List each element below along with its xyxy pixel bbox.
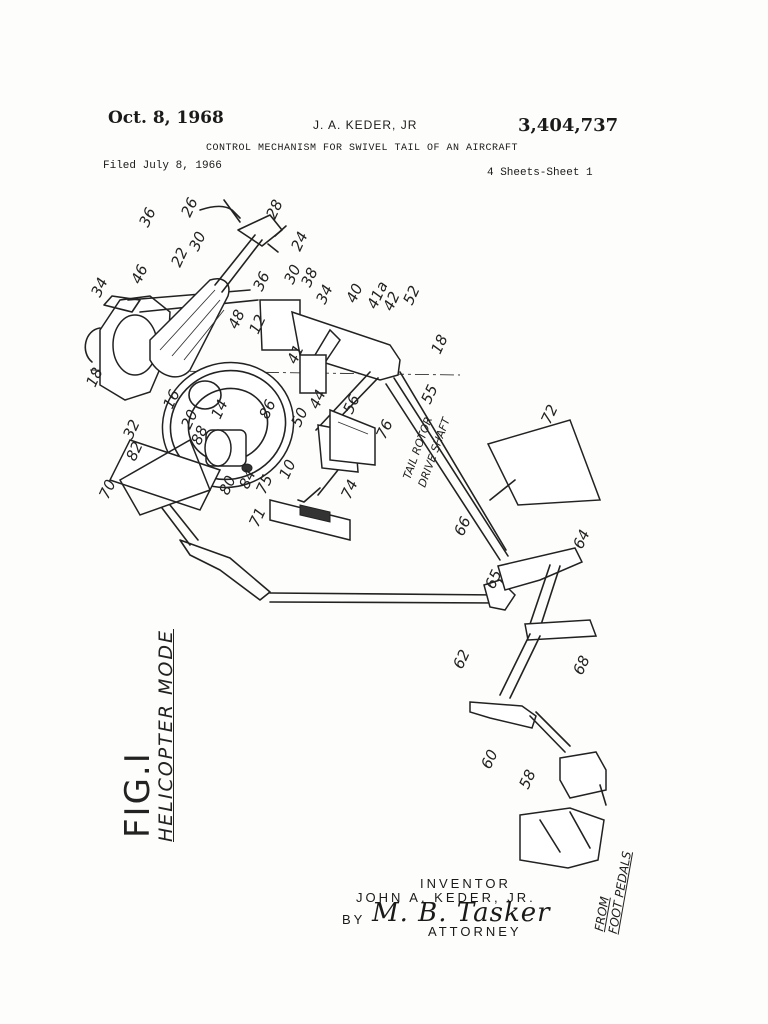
ref-55: 55 bbox=[417, 382, 441, 407]
ref-66: 66 bbox=[450, 514, 474, 539]
main-housing bbox=[84, 199, 287, 401]
ref-34a: 34 bbox=[87, 275, 111, 300]
inventor-signature-name: JOHN A. KEDER, JR. bbox=[356, 890, 536, 905]
ref-76: 76 bbox=[372, 417, 396, 442]
attorney-label: ATTORNEY bbox=[428, 924, 522, 939]
inventor-label: INVENTOR bbox=[420, 876, 511, 891]
patent-number: 3,404,737 bbox=[518, 115, 619, 136]
ref-68: 68 bbox=[569, 653, 593, 678]
ref-71: 71 bbox=[245, 505, 269, 530]
ref-26: 26 bbox=[177, 195, 201, 220]
ring-gear bbox=[161, 361, 295, 489]
figure-mode: HELICOPTER MODE bbox=[155, 629, 177, 842]
ref-32: 32 bbox=[119, 417, 143, 442]
by-label: BY bbox=[342, 912, 366, 927]
lower-bellcrank bbox=[469, 547, 607, 869]
header-inventor: J. A. KEDER, JR bbox=[313, 118, 418, 132]
ref-30a: 30 bbox=[185, 229, 209, 254]
ref-74: 74 bbox=[337, 477, 361, 502]
plates bbox=[118, 408, 602, 516]
drive-shaft-label: TAIL ROTOR DRIVE SHAFT bbox=[401, 415, 454, 489]
ref-28: 28 bbox=[262, 197, 286, 222]
ref-36b: 36 bbox=[249, 269, 273, 294]
ref-58: 58 bbox=[515, 767, 539, 792]
ref-18b: 18 bbox=[427, 332, 451, 357]
ref-62: 62 bbox=[449, 647, 473, 672]
ref-22: 22 bbox=[167, 245, 191, 270]
ref-46: 46 bbox=[127, 262, 151, 287]
patent-title: CONTROL MECHANISM FOR SWIVEL TAIL OF AN … bbox=[206, 143, 519, 154]
filed-date: Filed July 8, 1966 bbox=[103, 160, 222, 172]
patent-date: Oct. 8, 1968 bbox=[108, 108, 224, 128]
attorney-signature: M. B. Tasker bbox=[372, 898, 551, 928]
ref-34b: 34 bbox=[312, 282, 336, 307]
ref-52: 52 bbox=[399, 283, 423, 308]
sheet-count: 4 Sheets-Sheet 1 bbox=[487, 167, 593, 179]
ref-40: 40 bbox=[342, 281, 366, 306]
ref-24: 24 bbox=[287, 229, 311, 254]
ref-60: 60 bbox=[477, 747, 501, 772]
figure-label: FIG.I bbox=[118, 751, 158, 838]
ref-36a: 36 bbox=[135, 205, 159, 230]
